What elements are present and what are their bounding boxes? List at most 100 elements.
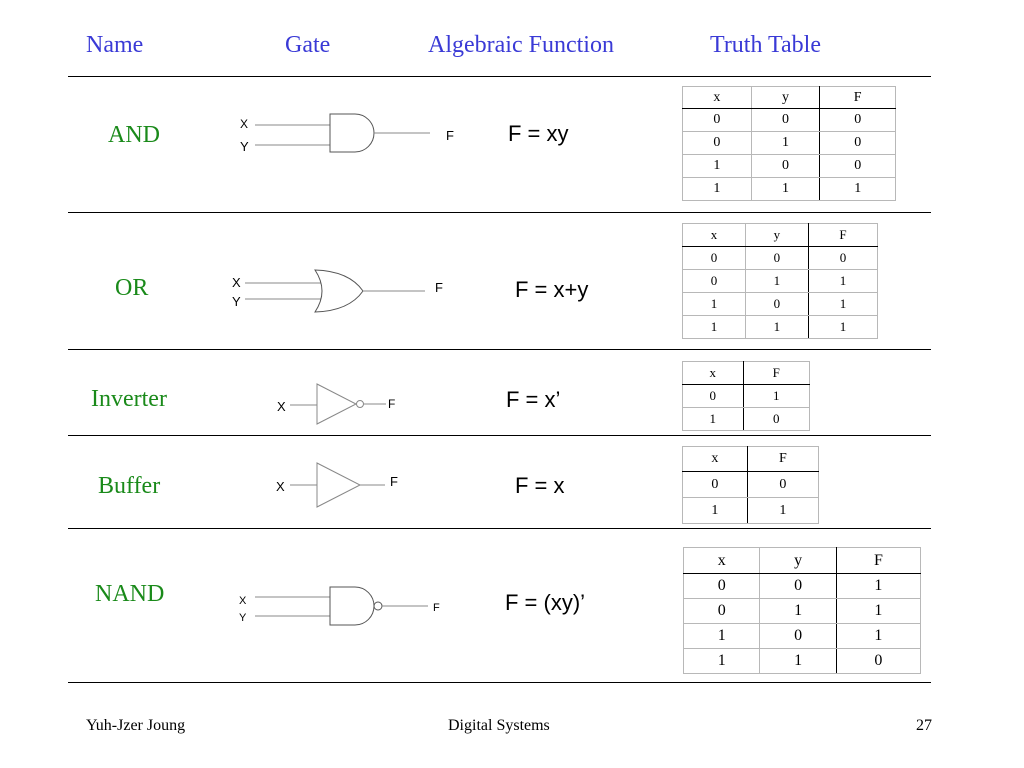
table-cell: 0 — [682, 598, 761, 624]
rule-after-and — [68, 212, 931, 213]
table-cell: 1 — [746, 497, 820, 524]
table-cell: 0 — [744, 292, 809, 316]
table-cell: 1 — [744, 269, 809, 293]
footer-author: Yuh-Jzer Joung — [86, 717, 186, 734]
buffer-gate-icon: X F — [276, 462, 398, 508]
table-cell: 1 — [682, 648, 761, 674]
or-input-y: Y — [232, 294, 241, 309]
table-cell: 1 — [744, 315, 809, 339]
table-cell: 0 — [682, 573, 761, 599]
header-gate: Gate — [285, 32, 331, 58]
inverter-output-f: F — [388, 397, 395, 411]
rule-after-or — [68, 349, 931, 350]
table-cell: 1 — [750, 131, 821, 155]
truth-table-buffer: x F 0 0 1 1 — [682, 446, 820, 524]
rule-top — [68, 76, 931, 77]
table-header-cell: x — [682, 446, 748, 472]
table-header-cell: F — [746, 446, 820, 472]
table-cell: 1 — [750, 177, 821, 201]
table-cell: 0 — [682, 384, 744, 408]
nand-input-x: X — [239, 595, 247, 607]
table-cell: 1 — [807, 292, 879, 316]
table-header-cell: y — [750, 86, 821, 109]
table-cell: 1 — [819, 177, 896, 201]
gate-name-buffer: Buffer — [98, 473, 161, 499]
table-header-cell: x — [682, 223, 746, 247]
table-cell: 0 — [819, 154, 896, 178]
or-gate-icon: X Y F — [232, 269, 443, 313]
table-cell: 1 — [759, 598, 837, 624]
rule-after-inverter — [68, 435, 931, 436]
table-cell: 1 — [682, 154, 752, 178]
header-function: Algebraic Function — [428, 32, 614, 58]
table-header-cell: x — [682, 547, 761, 574]
buffer-input-x: X — [276, 479, 285, 494]
table-cell: 0 — [682, 131, 752, 155]
table-header-cell: F — [742, 361, 811, 385]
table-cell: 1 — [835, 623, 922, 649]
table-cell: 1 — [742, 384, 811, 408]
gate-name-and: AND — [108, 122, 160, 148]
truth-table-or: x y F 0 0 0 0 1 1 1 0 1 1 1 1 — [682, 223, 879, 339]
table-cell: 0 — [819, 131, 896, 155]
table-cell: 0 — [835, 648, 922, 674]
rule-bottom — [68, 682, 931, 683]
header-truth-table: Truth Table — [710, 32, 821, 58]
table-cell: 0 — [819, 108, 896, 132]
table-cell: 1 — [835, 573, 922, 599]
nand-gate-icon: X Y F — [239, 586, 440, 626]
table-cell: 0 — [746, 471, 820, 498]
table-cell: 0 — [759, 573, 837, 599]
function-inverter: F = x’ — [506, 387, 561, 412]
inverter-gate-icon: X F — [277, 383, 395, 425]
nand-output-f: F — [433, 602, 440, 614]
table-cell: 0 — [750, 108, 821, 132]
table-cell: 0 — [759, 623, 837, 649]
table-header-cell: x — [682, 86, 752, 109]
gate-name-nand: NAND — [95, 581, 165, 607]
table-cell: 0 — [750, 154, 821, 178]
table-cell: 0 — [807, 246, 879, 270]
or-input-x: X — [232, 275, 241, 290]
truth-table-and: x y F 0 0 0 0 1 0 1 0 0 1 1 1 — [682, 86, 896, 201]
table-cell: 1 — [682, 177, 752, 201]
header-name: Name — [86, 32, 144, 58]
table-cell: 1 — [682, 292, 746, 316]
and-gate-icon: X Y F — [240, 113, 454, 154]
truth-table-inverter: x F 0 1 1 0 — [682, 361, 811, 431]
table-header-cell: F — [807, 223, 879, 247]
table-cell: 1 — [682, 315, 746, 339]
table-header-cell: y — [744, 223, 809, 247]
and-output-f: F — [446, 128, 454, 143]
table-cell: 1 — [835, 598, 922, 624]
table-cell: 0 — [682, 108, 752, 132]
table-cell: 1 — [682, 407, 744, 431]
table-cell: 0 — [744, 246, 809, 270]
or-output-f: F — [435, 280, 443, 295]
table-header-cell: F — [819, 86, 896, 109]
table-header-cell: x — [682, 361, 744, 385]
gate-name-inverter: Inverter — [91, 386, 167, 412]
function-or: F = x+y — [515, 277, 589, 302]
nand-input-y: Y — [239, 612, 247, 624]
and-input-y: Y — [240, 139, 249, 154]
rule-after-buffer — [68, 528, 931, 529]
table-cell: 1 — [682, 623, 761, 649]
table-header-cell: F — [835, 547, 922, 574]
table-cell: 0 — [682, 471, 748, 498]
footer-title: Digital Systems — [448, 717, 550, 734]
table-cell: 1 — [807, 269, 879, 293]
function-buffer: F = x — [515, 473, 565, 498]
gate-name-or: OR — [115, 275, 149, 301]
inverter-input-x: X — [277, 399, 286, 414]
table-cell: 1 — [682, 497, 748, 524]
footer-page-number: 27 — [916, 717, 932, 734]
table-cell: 1 — [759, 648, 837, 674]
truth-table-nand: x y F 0 0 1 0 1 1 1 0 1 1 1 0 — [682, 547, 922, 674]
function-nand: F = (xy)’ — [505, 590, 586, 615]
table-header-cell: y — [759, 547, 837, 574]
table-cell: 0 — [742, 407, 811, 431]
and-input-x: X — [240, 117, 248, 131]
table-cell: 1 — [807, 315, 879, 339]
function-and: F = xy — [508, 121, 569, 146]
